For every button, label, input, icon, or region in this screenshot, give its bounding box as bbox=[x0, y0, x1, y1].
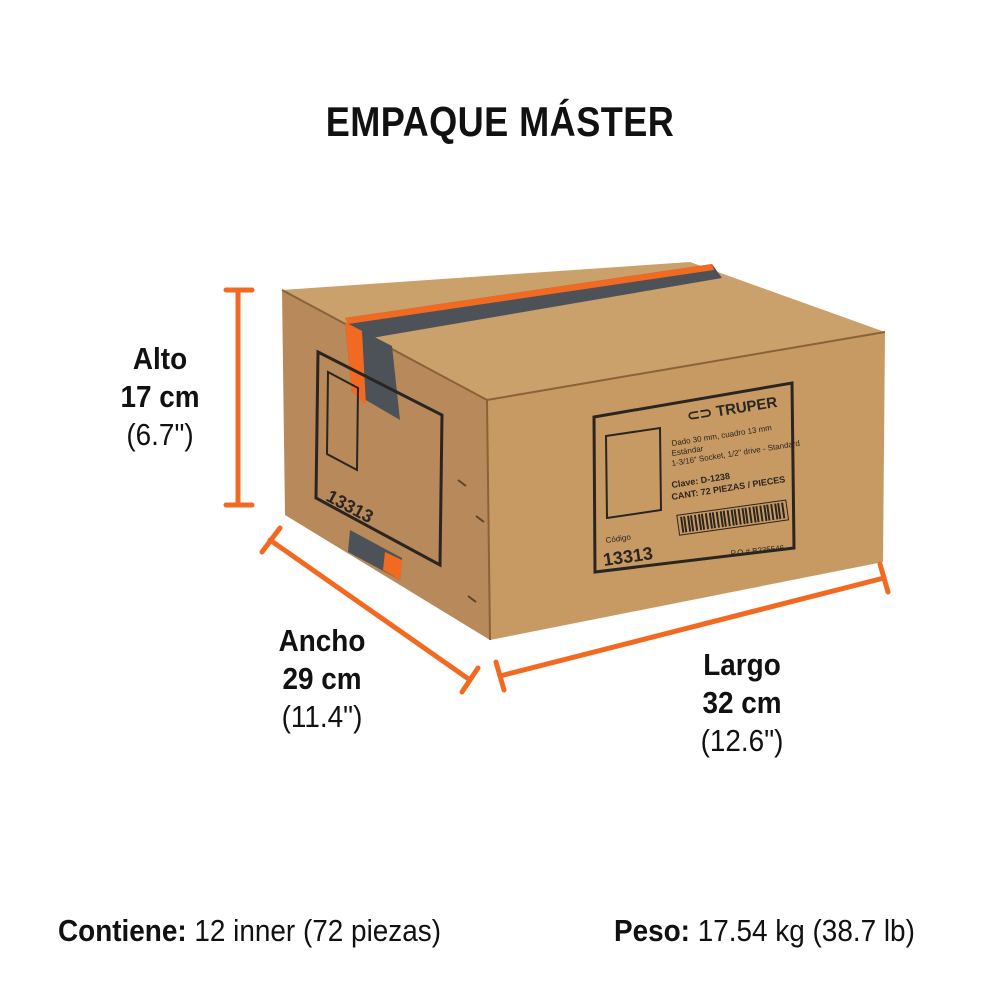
left-label bbox=[314, 349, 444, 568]
dimension-ancho: Ancho 29 cm (11.4") bbox=[268, 622, 376, 736]
box-top-face bbox=[282, 262, 885, 400]
contiene-label: Contiene: bbox=[58, 913, 187, 948]
front-label bbox=[592, 381, 796, 574]
footer-contents: Contiene: 12 inner (72 piezas) bbox=[58, 913, 441, 949]
ancho-line bbox=[267, 537, 473, 683]
page-title: EMPAQUE MÁSTER bbox=[325, 98, 675, 145]
dimension-largo: Largo 32 cm (12.6") bbox=[679, 646, 805, 760]
box-left-face bbox=[282, 290, 490, 640]
tape-top bbox=[345, 264, 722, 340]
dimension-alto: Alto 17 cm (6.7") bbox=[106, 340, 214, 454]
largo-label: Largo bbox=[703, 647, 781, 682]
footer-weight: Peso: 17.54 kg (38.7 lb) bbox=[614, 913, 915, 949]
peso-value: 17.54 kg (38.7 lb) bbox=[689, 913, 915, 948]
ancho-label: Ancho bbox=[278, 623, 366, 658]
box-front-face bbox=[487, 332, 885, 640]
alto-metric: 17 cm bbox=[120, 379, 200, 414]
largo-line bbox=[497, 575, 887, 679]
dimension-lines bbox=[223, 287, 891, 695]
ancho-metric: 29 cm bbox=[282, 661, 362, 696]
largo-imperial: (12.6") bbox=[700, 723, 784, 758]
contiene-value: 12 inner (72 piezas) bbox=[186, 913, 441, 948]
peso-label: Peso: bbox=[614, 913, 690, 948]
ancho-imperial: (11.4") bbox=[281, 699, 363, 734]
largo-metric: 32 cm bbox=[702, 685, 782, 720]
alto-label: Alto bbox=[132, 341, 188, 376]
barcode bbox=[676, 499, 790, 536]
svg-text:Código: Código bbox=[605, 532, 632, 545]
alto-imperial: (6.7") bbox=[126, 417, 194, 452]
